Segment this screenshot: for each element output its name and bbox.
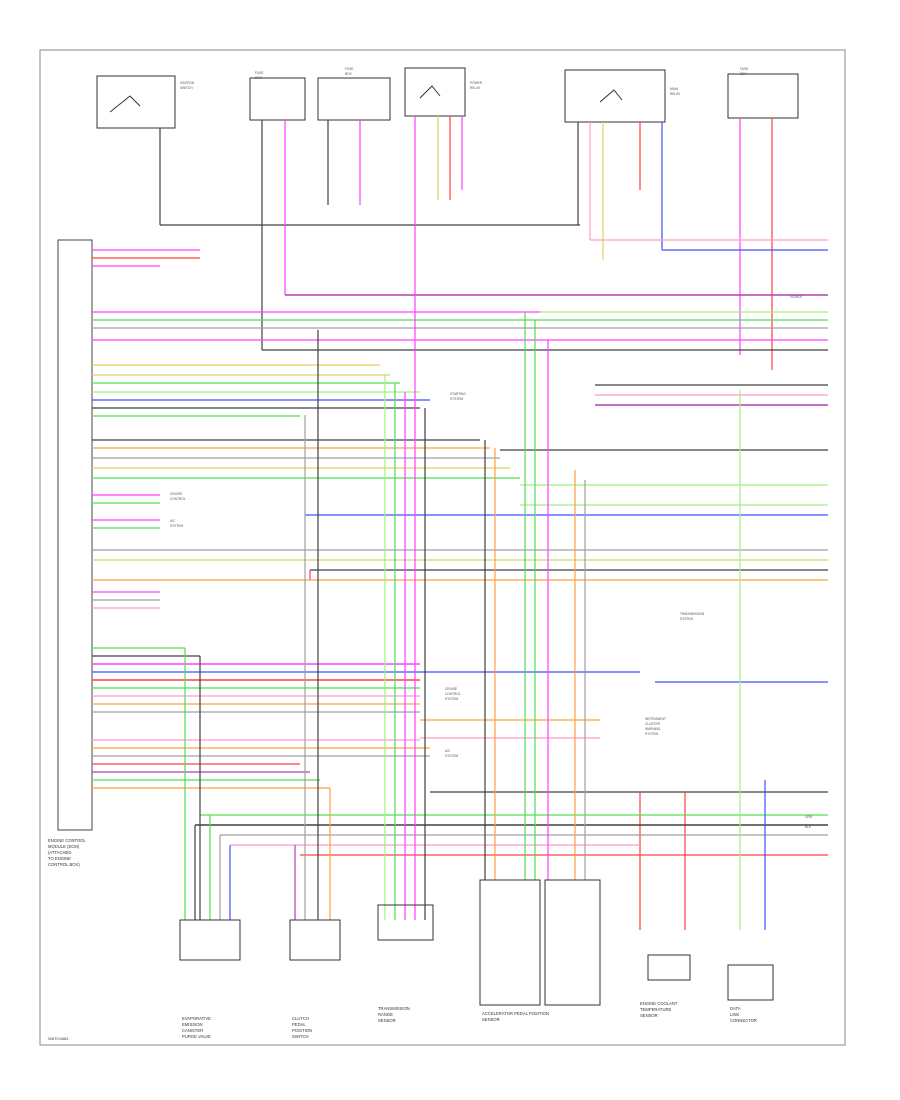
mid-notes: CRUISE CONTROL A/C SYSTEM STARTING SYSTE…	[170, 392, 705, 758]
top-label-fuse3-1: BOX	[740, 72, 748, 76]
fuse-box-1	[249, 77, 306, 121]
top-label-fuse3-0: FUSE	[740, 67, 749, 71]
note-5-1: SYSTEM	[445, 754, 458, 758]
main-relay-box	[564, 69, 666, 123]
clutch-connector	[289, 919, 341, 961]
note-2-1: SYSTEM	[170, 524, 183, 528]
data-link-connector	[727, 964, 774, 1001]
data-label-0: DATA	[730, 1006, 741, 1011]
trans-label-2: SENSOR	[378, 1018, 396, 1023]
ect-label-2: SENSOR	[640, 1013, 658, 1018]
ecm-label-0: ENGINE CONTROL	[48, 838, 86, 843]
top-label-ignition-0: IGNITION	[180, 81, 195, 85]
ecm-label-1: MODULE (ECM)	[48, 844, 80, 849]
note-4-1: CONTROL	[445, 692, 461, 696]
note-7-2: WARNING	[645, 727, 661, 731]
top-label-fuse2-0: FUSE	[345, 67, 354, 71]
note-4-0: CRUISE	[445, 687, 457, 691]
right-labels: BLK VIO/BLK GRN	[790, 295, 813, 829]
clutch-label-3: SWITCH	[292, 1034, 309, 1039]
accel-sensor-a	[479, 879, 541, 1006]
note-4-2: SYSTEM	[445, 697, 458, 701]
right-label-grn: GRN	[805, 815, 813, 819]
ecm-connector-strip	[57, 239, 93, 831]
ect-label-0: ENGINE COOLANT	[640, 1001, 678, 1006]
note-6-1: SYSTEM	[680, 617, 693, 621]
top-label-fuse1-1: BOX	[255, 76, 263, 80]
note-6-0: TRANSMISSION	[680, 612, 705, 616]
note-7-0: INSTRUMENT	[645, 717, 666, 721]
top-label-relay1-0: POWER	[470, 81, 483, 85]
top-labels: IGNITION SWITCH FUSE BOX FUSE BOX POWER …	[180, 67, 749, 96]
data-label-1: LINK	[730, 1012, 740, 1017]
right-label-blk: BLK	[805, 825, 812, 829]
bottom-components	[179, 879, 774, 1006]
note-2-0: A/C	[170, 519, 176, 523]
relay-symbol-1	[419, 85, 441, 99]
ignition-switch-symbol	[109, 95, 141, 113]
top-label-fuse1-0: FUSE	[255, 71, 264, 75]
bottom-labels: EVAPORATIVE EMISSION CANISTER PURGE VALV…	[182, 1001, 757, 1039]
clutch-label-2: POSITION	[292, 1028, 312, 1033]
note-7-3: SYSTEM	[645, 732, 658, 736]
ecm-label-3: TO ENGINE	[48, 856, 71, 861]
note-1-0: CRUISE	[170, 492, 182, 496]
accel-label-0: ACCELERATOR PEDAL POSITION	[482, 1011, 549, 1016]
data-label-2: CONNECTOR	[730, 1018, 757, 1023]
power-relay-box	[404, 67, 466, 117]
diagram-id: W8TO4883	[48, 1036, 69, 1041]
trans-label-0: TRANSMISSION	[378, 1006, 410, 1011]
top-components	[96, 67, 799, 129]
horizontal-wires	[92, 239, 828, 930]
fuse-box-2	[317, 77, 391, 121]
ect-sensor	[647, 954, 691, 981]
ecm-label-2: (ATTACHED	[48, 850, 71, 855]
canister-label-1: EMISSION	[182, 1022, 202, 1027]
ecm-label-4: CONTROL BOX)	[48, 862, 80, 867]
note-3-1: SYSTEM	[450, 397, 463, 401]
top-label-relay2-0: MAIN	[670, 87, 679, 91]
top-drops	[159, 116, 773, 370]
canister-label-0: EVAPORATIVE	[182, 1016, 211, 1021]
note-1-1: CONTROL	[170, 497, 186, 501]
clutch-label-0: CLUTCH	[292, 1016, 309, 1021]
clutch-label-1: PEDAL	[292, 1022, 306, 1027]
accel-sensor-b	[544, 879, 601, 1006]
canister-connector	[179, 919, 241, 961]
accel-label-1: SENSOR	[482, 1017, 500, 1022]
diagram-border	[39, 49, 846, 1046]
vertical-wires	[184, 262, 766, 930]
right-label-vio-blk: VIO/BLK	[790, 295, 803, 299]
top-label-ignition-1: SWITCH	[180, 86, 193, 90]
note-7-1: CLUSTER	[645, 722, 661, 726]
canister-label-2: CANISTER	[182, 1028, 203, 1033]
top-label-relay2-1: RELAY	[670, 92, 681, 96]
relay-symbol-2	[599, 89, 623, 103]
canister-label-3: PURGE VALVE	[182, 1034, 211, 1039]
ignition-switch-box	[96, 75, 176, 129]
top-label-fuse2-1: BOX	[345, 72, 353, 76]
top-label-relay1-1: RELAY	[470, 86, 481, 90]
fuse-box-3	[727, 73, 799, 119]
trans-label-1: RANGE	[378, 1012, 393, 1017]
note-3-0: STARTING	[450, 392, 466, 396]
note-5-0: A/C	[445, 749, 451, 753]
ecm-label: ENGINE CONTROL MODULE (ECM) (ATTACHED TO…	[48, 838, 86, 867]
trans-connector	[377, 904, 434, 941]
ect-label-1: TEMPERATURE	[640, 1007, 672, 1012]
